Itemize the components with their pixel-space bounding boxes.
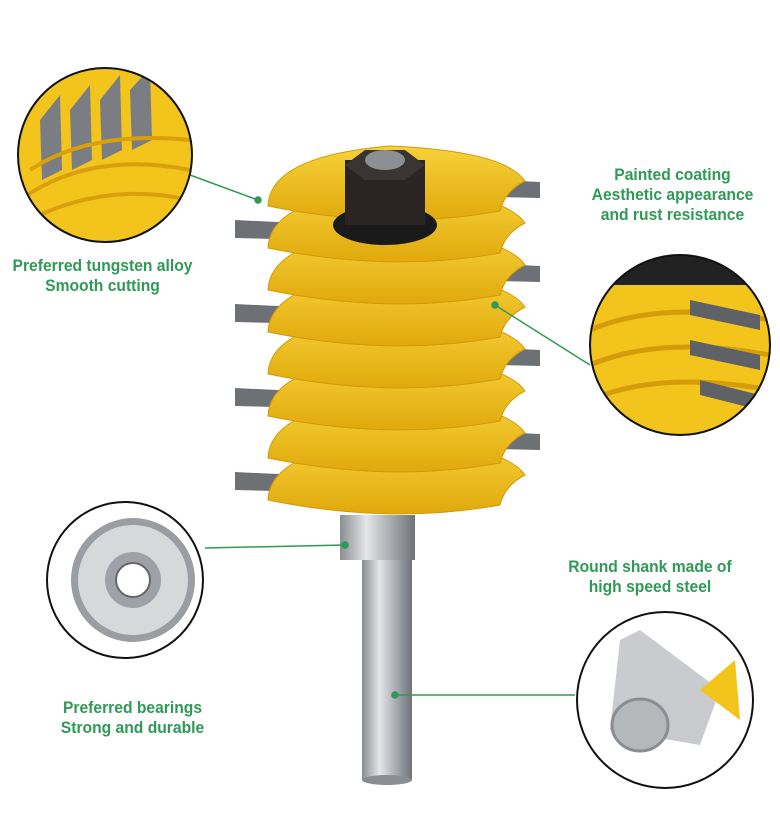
- detail-carbide-teeth: [17, 67, 193, 243]
- caption-line: Aesthetic appearance: [591, 185, 754, 204]
- caption-line: Painted coating: [614, 165, 731, 184]
- caption-line: Preferred bearings: [62, 698, 203, 717]
- caption-bearings: Preferred bearings Strong and durable: [38, 698, 227, 738]
- detail-shank-end: [576, 611, 754, 789]
- caption-line: Preferred tungsten alloy: [12, 256, 193, 275]
- detail-bearing: [46, 501, 204, 659]
- leader-lines: [189, 174, 591, 699]
- caption-line: Smooth cutting: [45, 276, 160, 295]
- yellow-fins: [235, 145, 540, 515]
- caption-tungsten: Preferred tungsten alloy Smooth cutting: [8, 256, 197, 296]
- caption-coating: Painted coating Aesthetic appearance and…: [574, 165, 772, 225]
- detail-painted-coating: [589, 254, 771, 436]
- shank: [340, 515, 415, 785]
- caption-line: high speed steel: [588, 577, 712, 596]
- caption-line: and rust resistance: [600, 205, 745, 224]
- caption-line: Strong and durable: [60, 718, 205, 737]
- caption-shank: Round shank made of high speed steel: [553, 557, 746, 597]
- caption-line: Round shank made of: [568, 557, 732, 576]
- bearing-nut: [333, 150, 437, 245]
